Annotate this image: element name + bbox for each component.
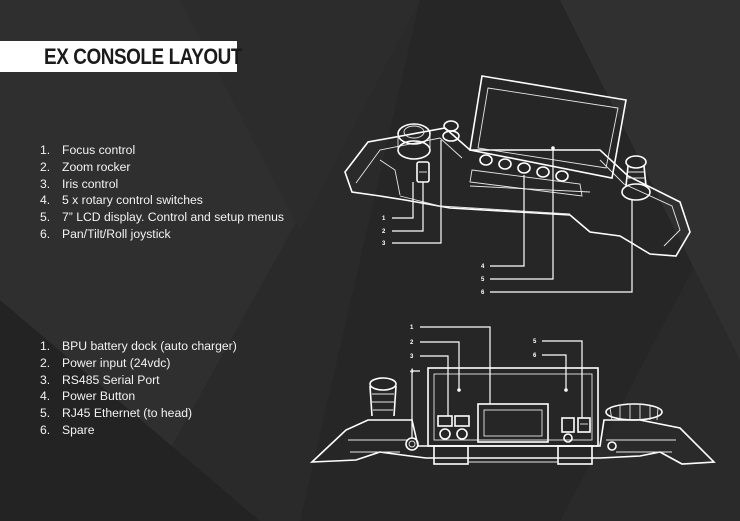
callout-label: 2 xyxy=(382,229,386,235)
focus-knob-icon xyxy=(397,123,431,160)
spare-port-icon xyxy=(577,417,591,433)
legend-item: 2.Zoom rocker xyxy=(40,159,131,174)
title-banner: EX CONSOLE LAYOUT xyxy=(0,41,242,72)
power-input-icon xyxy=(437,415,453,440)
callout-label: 5 xyxy=(481,277,485,283)
callout-label: 2 xyxy=(410,340,414,346)
callout-label: 5 xyxy=(533,339,537,345)
callout-label: 3 xyxy=(410,354,414,360)
legend-item: 5.7” LCD display. Control and setup menu… xyxy=(40,210,284,225)
legend-item: 6.Spare xyxy=(40,422,95,437)
legend-item: 3.Iris control xyxy=(40,176,119,191)
legend-item: 4.Power Button xyxy=(40,389,136,404)
page-title: EX CONSOLE LAYOUT xyxy=(44,44,243,69)
callout-label: 3 xyxy=(382,241,386,247)
iris-knob-icon xyxy=(442,120,460,142)
legend-item: 6.Pan/Tilt/Roll joystick xyxy=(40,226,171,241)
top-view-legend: 1.Focus control 2.Zoom rocker 3.Iris con… xyxy=(40,142,284,243)
callout-label: 6 xyxy=(533,353,537,359)
rear-view-legend: 1.BPU battery dock (auto charger) 2.Powe… xyxy=(40,338,237,439)
power-button-icon xyxy=(405,437,419,451)
battery-dock-icon xyxy=(477,403,549,443)
legend-item: 2.Power input (24vdc) xyxy=(40,355,171,370)
callout-label: 6 xyxy=(481,290,485,296)
focus-wheel-rear-icon xyxy=(605,403,663,451)
legend-item: 1.BPU battery dock (auto charger) xyxy=(40,339,237,353)
ethernet-port-icon xyxy=(561,417,575,443)
legend-item: 1.Focus control xyxy=(40,143,136,157)
callout-label: 4 xyxy=(481,264,485,270)
console-rear-body xyxy=(309,367,716,465)
joystick-rear-icon xyxy=(369,377,397,417)
legend-item: 5.RJ45 Ethernet (to head) xyxy=(40,406,193,421)
callout-label: 4 xyxy=(410,369,414,375)
callout-label: 1 xyxy=(410,325,414,331)
legend-item: 3.RS485 Serial Port xyxy=(40,372,160,387)
lcd-display xyxy=(469,75,627,179)
joystick-icon xyxy=(621,155,651,201)
callout-label: 1 xyxy=(382,216,386,222)
rotary-switches-icon xyxy=(469,154,583,197)
serial-port-icon xyxy=(454,415,470,440)
legend-item: 4.5 x rotary control switches xyxy=(40,193,203,208)
indicator-dots xyxy=(457,388,568,392)
